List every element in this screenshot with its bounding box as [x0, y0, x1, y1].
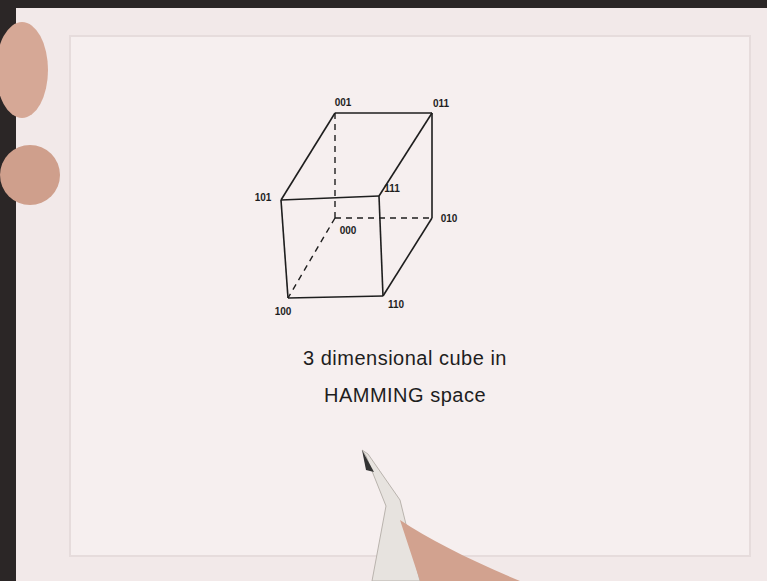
- pen-and-hand: [362, 450, 520, 581]
- card-border: [70, 36, 750, 556]
- hidden-edges: [288, 113, 432, 298]
- vertex-label: 100: [275, 307, 292, 317]
- fingers: [0, 22, 60, 205]
- caption: 3 dimensional cube in HAMMING space: [280, 340, 530, 414]
- cube-edges: [281, 113, 432, 298]
- vertex-label: 101: [255, 193, 272, 203]
- vertex-label: 011: [433, 99, 449, 109]
- vertex-label: 010: [441, 214, 458, 224]
- vertex-label: 000: [340, 226, 357, 236]
- vertex-label: 001: [335, 98, 352, 108]
- paper-sheet: [16, 8, 767, 581]
- vertex-label: 110: [388, 300, 404, 310]
- vertex-label: 111: [384, 184, 400, 194]
